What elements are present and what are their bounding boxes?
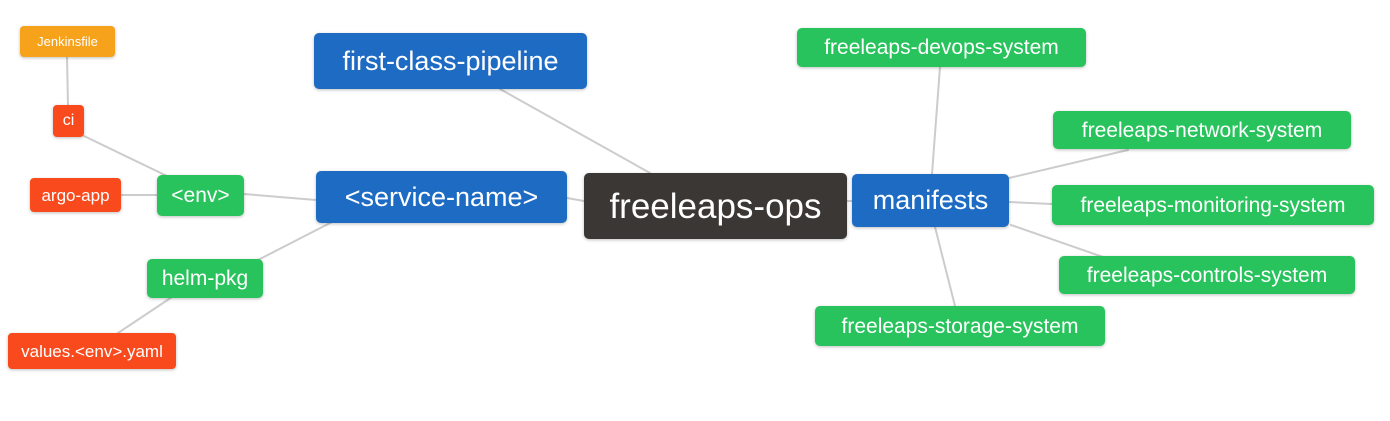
edge-manifests-devops-system <box>931 66 941 175</box>
node-values-env-yaml[interactable]: values.<env>.yaml <box>8 333 176 369</box>
node-ci[interactable]: ci <box>53 105 84 137</box>
node-jenkinsfile[interactable]: Jenkinsfile <box>20 26 115 57</box>
node-env[interactable]: <env> <box>157 175 244 216</box>
node-freeleaps-storage-system[interactable]: freeleaps-storage-system <box>815 306 1105 346</box>
node-argo-app[interactable]: argo-app <box>30 178 121 212</box>
edge-helm-pkg-values-env-yaml <box>117 296 173 334</box>
node-freeleaps-network-system[interactable]: freeleaps-network-system <box>1053 111 1351 149</box>
edge-manifests-monitoring-system <box>1008 201 1053 205</box>
node-first-class-pipeline[interactable]: first-class-pipeline <box>314 33 587 89</box>
node-freeleaps-ops-root[interactable]: freeleaps-ops <box>584 173 847 239</box>
node-service-name[interactable]: <service-name> <box>316 171 567 223</box>
edge-service-name-helm-pkg <box>257 221 333 261</box>
node-freeleaps-controls-system[interactable]: freeleaps-controls-system <box>1059 256 1355 294</box>
edge-ci-env <box>83 135 168 177</box>
edge-manifests-controls-system <box>1010 224 1104 258</box>
edge-env-service-name <box>243 193 317 201</box>
edge-service-name-freeleaps-ops <box>566 197 585 202</box>
edge-first-class-pipeline-freeleaps-ops <box>499 88 651 174</box>
node-manifests[interactable]: manifests <box>852 174 1009 227</box>
edge-manifests-network-system <box>1008 149 1129 179</box>
edge-manifests-storage-system <box>934 226 956 307</box>
node-helm-pkg[interactable]: helm-pkg <box>147 259 263 298</box>
node-freeleaps-monitoring-system[interactable]: freeleaps-monitoring-system <box>1052 185 1374 225</box>
node-freeleaps-devops-system[interactable]: freeleaps-devops-system <box>797 28 1086 67</box>
edge-jenkinsfile-ci <box>66 56 69 107</box>
